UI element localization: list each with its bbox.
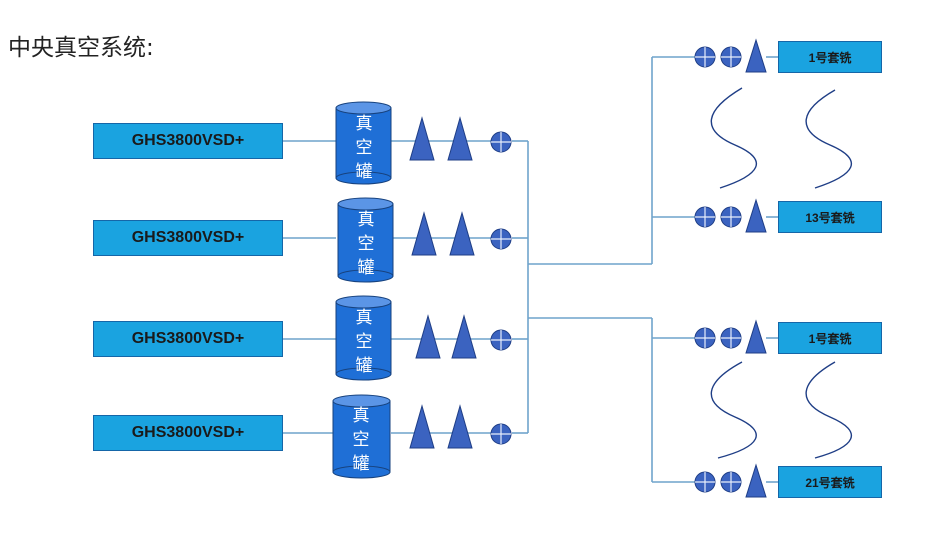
tank-2 <box>337 197 394 283</box>
continuation-marks <box>710 87 853 459</box>
page-title: 中央真空系统: <box>8 35 154 61</box>
valve-icon <box>490 131 512 153</box>
filter-icon <box>447 116 473 161</box>
filter-icon <box>745 319 767 354</box>
wave-mark <box>710 87 758 189</box>
valve-icon <box>720 206 742 228</box>
mill-box: 1号套铣 <box>778 41 882 73</box>
tank-label: 真空罐 <box>357 210 375 278</box>
wave-mark <box>805 361 853 459</box>
filter-icons-right <box>745 38 767 498</box>
tank-label: 真空罐 <box>352 406 370 474</box>
pump-box: GHS3800VSD+ <box>93 321 283 357</box>
valve-icon <box>694 206 716 228</box>
mill-box: 1号套铣 <box>778 322 882 354</box>
filter-icon <box>451 314 477 359</box>
wave-mark <box>805 89 853 189</box>
filter-icon <box>449 211 475 256</box>
pump-box: GHS3800VSD+ <box>93 220 283 256</box>
filter-icon <box>411 211 437 256</box>
filter-icon <box>447 404 473 449</box>
filter-icon <box>415 314 441 359</box>
tank-1 <box>335 101 392 185</box>
valve-icon <box>694 471 716 493</box>
valve-icon <box>720 46 742 68</box>
valve-icon <box>720 471 742 493</box>
filter-icon <box>745 198 767 233</box>
filter-icon <box>745 38 767 73</box>
filter-icons-left <box>409 116 477 449</box>
valve-icon <box>490 329 512 351</box>
wave-mark <box>710 361 757 459</box>
mill-box: 21号套铣 <box>778 466 882 498</box>
filter-icon <box>409 116 435 161</box>
valve-icon <box>694 46 716 68</box>
tank-label: 真空罐 <box>355 114 373 182</box>
mill-box: 13号套铣 <box>778 201 882 233</box>
pipe-lines <box>283 56 778 483</box>
tank-label: 真空罐 <box>355 308 373 376</box>
valve-icon <box>720 327 742 349</box>
valve-icon <box>490 423 512 445</box>
filter-icon <box>409 404 435 449</box>
valve-icon <box>694 327 716 349</box>
filter-icon <box>745 463 767 498</box>
valve-icon <box>490 228 512 250</box>
pump-box: GHS3800VSD+ <box>93 123 283 159</box>
tank-3 <box>335 295 392 381</box>
pump-box: GHS3800VSD+ <box>93 415 283 451</box>
tank-4 <box>332 394 391 479</box>
